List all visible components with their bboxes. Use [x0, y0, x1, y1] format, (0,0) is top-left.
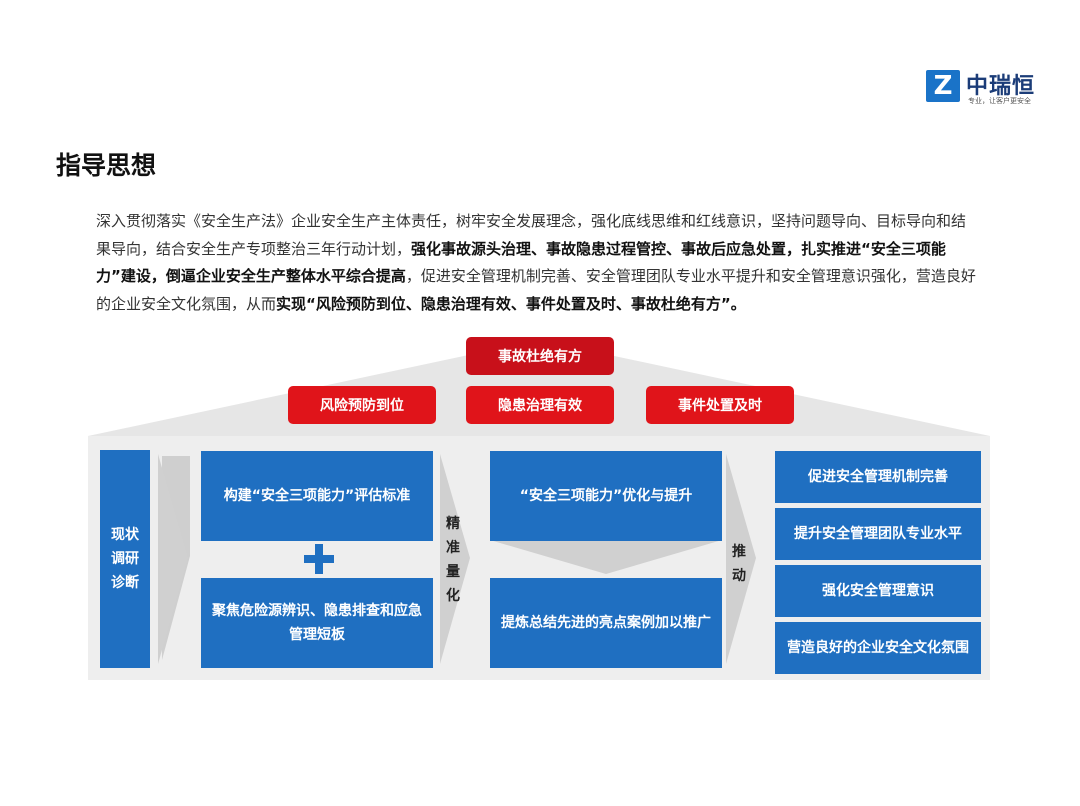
- goal-top-pill: 事故杜绝有方: [466, 337, 614, 375]
- refine-char-3: 量: [446, 564, 460, 580]
- status-line-1: 现状: [111, 527, 139, 543]
- promote-label: 提炼总结先进的亮点案例加以推广: [501, 615, 711, 631]
- company-logo: Z 中瑞恒 专业，让客户更安全: [926, 68, 1046, 108]
- intro-paragraph: 深入贯彻落实《安全生产法》企业安全生产主体责任，树牢安全发展理念，强化底线思维和…: [96, 208, 976, 318]
- intro-text-2: ，促进安全管理机制完善、安全管理团队专业水平提升和安全管理意识强化，营造良好的企…: [96, 267, 976, 313]
- outcome-awareness-label: 强化安全管理意识: [822, 583, 934, 599]
- flow-arrows: [158, 454, 756, 664]
- refine-text: 精 准 量 化: [444, 512, 462, 608]
- optimize-box: “安全三项能力”优化与提升: [490, 451, 722, 541]
- outcome-team: 提升安全管理团队专业水平: [775, 508, 981, 560]
- build-standard-box: 构建“安全三项能力”评估标准: [201, 451, 433, 541]
- intro-bold-1: 强化事故源头治理、事故隐患过程管控、事故后应急处置，扎实推进“安全三项能力”建设…: [96, 239, 946, 286]
- goal-top-label: 事故杜绝有方: [498, 349, 582, 365]
- refine-char-1: 精: [446, 516, 460, 532]
- outcome-culture-label: 营造良好的企业安全文化氛围: [787, 640, 969, 656]
- intro-text-1: 深入贯彻落实《安全生产法》企业安全生产主体责任，树牢安全发展理念，强化底线思维和…: [96, 212, 967, 258]
- logo-mark: Z: [926, 70, 960, 102]
- push-char-2: 动: [732, 568, 746, 584]
- outcome-awareness: 强化安全管理意识: [775, 565, 981, 617]
- goal-pill-incident: 事件处置及时: [646, 386, 794, 424]
- goal-incident-label: 事件处置及时: [678, 398, 762, 414]
- optimize-label: “安全三项能力”优化与提升: [519, 488, 693, 504]
- outcome-team-label: 提升安全管理团队专业水平: [794, 526, 962, 542]
- plus-icon: [304, 544, 334, 574]
- logo-tagline: 专业，让客户更安全: [968, 97, 1031, 105]
- refine-char-4: 化: [446, 588, 460, 604]
- push-char-1: 推: [732, 544, 746, 560]
- goal-pill-hazard: 隐患治理有效: [466, 386, 614, 424]
- status-line-2: 调研: [111, 551, 139, 567]
- focus-label: 聚焦危险源辨识、隐患排查和应急管理短板: [212, 603, 422, 643]
- goal-hazard-label: 隐患治理有效: [498, 398, 582, 414]
- promote-box: 提炼总结先进的亮点案例加以推广: [490, 578, 722, 668]
- build-standard-label: 构建“安全三项能力”评估标准: [223, 488, 411, 504]
- logo-name: 中瑞恒: [966, 74, 1036, 99]
- outcome-mechanism: 促进安全管理机制完善: [775, 451, 981, 503]
- outcome-mechanism-label: 促进安全管理机制完善: [808, 469, 948, 485]
- status-line-3: 诊断: [111, 575, 139, 591]
- status-diagnosis-box: 现状 调研 诊断: [100, 450, 150, 668]
- outcome-culture: 营造良好的企业安全文化氛围: [775, 622, 981, 674]
- intro-bold-2: 实现“风险预防到位、隐患治理有效、事件处置及时、事故杜绝有方”。: [276, 294, 746, 313]
- push-text: 推 动: [730, 540, 748, 588]
- goal-pill-risk: 风险预防到位: [288, 386, 436, 424]
- refine-char-2: 准: [446, 540, 460, 556]
- goal-risk-label: 风险预防到位: [320, 398, 404, 414]
- page-title: 指导思想: [56, 151, 157, 180]
- focus-box: 聚焦危险源辨识、隐患排查和应急管理短板: [201, 578, 433, 668]
